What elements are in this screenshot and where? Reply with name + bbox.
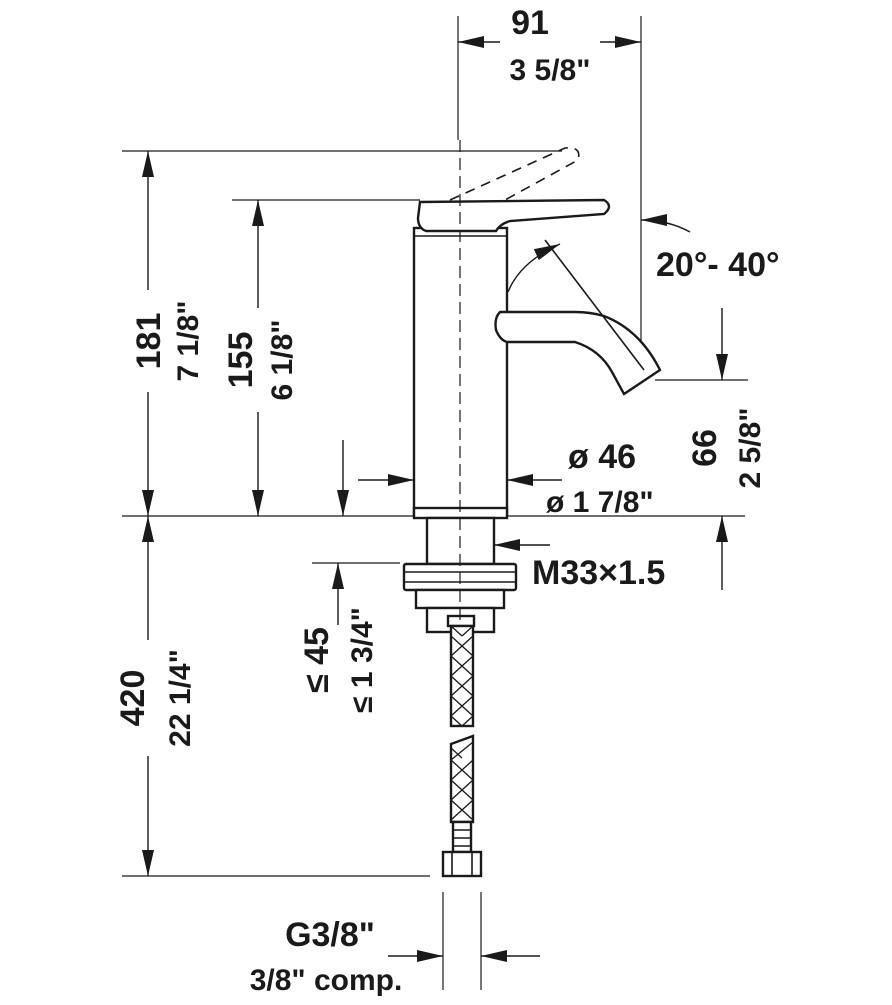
lever-raised-outline bbox=[449, 146, 580, 201]
spout bbox=[494, 310, 662, 396]
label-spout-height-in: 2 5/8" bbox=[734, 408, 767, 489]
label-hose-length-in: 22 1/4" bbox=[164, 649, 197, 747]
labels: 91 3 5/8" 20°- 40° 181 7 1/8" 155 6 1/8"… bbox=[114, 4, 780, 997]
label-max-counter-mm: ≤ 45 bbox=[298, 627, 336, 693]
label-thread: M33×1.5 bbox=[532, 554, 665, 592]
label-lever-angle: 20°- 40° bbox=[656, 246, 780, 284]
label-body-height-mm: 155 bbox=[222, 332, 260, 389]
label-total-height-mm: 181 bbox=[130, 313, 168, 370]
label-body-diameter-in: ø 1 7/8" bbox=[546, 486, 654, 519]
supply-hose bbox=[441, 624, 483, 878]
hose-nut bbox=[441, 850, 483, 878]
dimension-lines bbox=[142, 36, 728, 962]
label-top-width-mm: 91 bbox=[511, 4, 549, 42]
label-total-height-in: 7 1/8" bbox=[172, 301, 205, 382]
label-hose-length-mm: 420 bbox=[114, 670, 152, 727]
label-body-diameter-mm: ø 46 bbox=[568, 438, 636, 476]
faucet-body bbox=[402, 140, 662, 634]
label-top-width-in: 3 5/8" bbox=[510, 54, 591, 87]
label-max-counter-in: ≤ 1 3/4" bbox=[346, 607, 379, 713]
label-spout-height-mm: 66 bbox=[686, 429, 724, 467]
label-connection: G3/8" bbox=[285, 916, 375, 954]
lever-handle bbox=[416, 198, 611, 233]
label-connection-comp: 3/8" comp. bbox=[250, 964, 403, 997]
label-body-height-in: 6 1/8" bbox=[266, 320, 299, 401]
